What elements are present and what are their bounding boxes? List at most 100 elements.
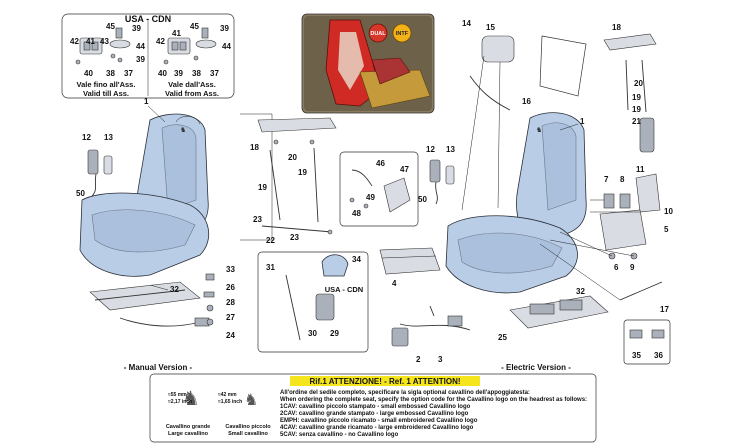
- screw-icon: [75, 59, 81, 65]
- usa-cdn-title: USA - CDN: [125, 14, 171, 24]
- seatbelt-frame: [257, 251, 369, 353]
- rail-frame: [89, 281, 201, 311]
- usa-cdn-frame: [61, 13, 235, 99]
- usa-right-caption-1: Vale dall'Ass.: [168, 80, 216, 89]
- inset-seat-center: [338, 32, 364, 90]
- callout-12: 12: [82, 133, 91, 142]
- callout-1: 1: [580, 117, 585, 126]
- callout-9: 9: [630, 263, 635, 272]
- clip-icon: [651, 329, 665, 339]
- seat-backrest-insert-left: [161, 124, 197, 211]
- screw-icon: [309, 139, 315, 145]
- notice-line-1: All'ordine del sedile completo, specific…: [280, 390, 530, 396]
- callout-18: 18: [250, 143, 259, 152]
- buckle-cable: [91, 173, 97, 197]
- logo-large-size-in: ≈2,17 inch: [168, 399, 192, 405]
- belt-strap: [285, 274, 301, 341]
- callout-19: 19: [298, 168, 307, 177]
- callout-24: 24: [226, 331, 235, 340]
- clips-box: [623, 319, 671, 365]
- switch-lever-right: [201, 27, 209, 39]
- callout-35: 35: [632, 351, 641, 360]
- sensor-box: [339, 151, 419, 227]
- switch-knob-left: [83, 41, 91, 51]
- switch-module-right: [163, 27, 217, 65]
- rod-19b: [313, 147, 319, 223]
- callout-31: 31: [266, 263, 275, 272]
- rod: [625, 59, 629, 111]
- callout-17: 17: [660, 305, 669, 314]
- usa-left-caption-1: Vale fino all'Ass.: [77, 80, 136, 89]
- callout-22: 22: [266, 236, 275, 245]
- sensor-cable: [351, 169, 373, 187]
- notice-line-2: When ordering the complete seat, specify…: [280, 397, 587, 403]
- badge-dual: DUAL: [370, 31, 386, 37]
- callout-39: 39: [220, 24, 229, 33]
- switch-panel-right: [167, 37, 191, 55]
- sensor-unit: [383, 177, 411, 213]
- motor-icon: [529, 303, 555, 315]
- logo-small-caption-1: Cavallino piccolo: [225, 424, 271, 430]
- rail-frame-electric: [509, 295, 609, 329]
- callout-19: 19: [632, 105, 641, 114]
- callout-16: 16: [522, 97, 531, 106]
- logo-large-caption-2: Large cavallino: [168, 431, 209, 437]
- callout-50: 50: [418, 195, 427, 204]
- callout-37: 37: [124, 69, 133, 78]
- callout-37: 37: [210, 69, 219, 78]
- screw-icon: [110, 53, 116, 59]
- control-module-4: [379, 247, 441, 275]
- callout-23: 23: [290, 233, 299, 242]
- callout-49: 49: [366, 193, 375, 202]
- harness-electric: [391, 305, 471, 347]
- callout-39: 39: [132, 24, 141, 33]
- badge-intf: INTF: [396, 31, 409, 37]
- switch-icon: [603, 193, 615, 209]
- rail-bar: [94, 289, 186, 301]
- buckle-cable: [435, 181, 438, 205]
- headrest-cover: [321, 254, 349, 277]
- bar-23: [261, 225, 333, 233]
- callout-45: 45: [190, 22, 199, 31]
- actuator-icon: [639, 117, 655, 153]
- callout-5: 5: [664, 225, 669, 234]
- seatbelt-assembly-box: USA - CDN: [257, 251, 369, 353]
- callout-18: 18: [612, 23, 621, 32]
- side-trim-group: [599, 173, 661, 260]
- ecu-box: [379, 247, 441, 275]
- callout-23: 23: [253, 215, 262, 224]
- motor-icon: [559, 299, 583, 311]
- harness-wire: [399, 323, 471, 331]
- manual-version-label: - Manual Version -: [124, 363, 193, 372]
- switch-bezel-right: [195, 39, 217, 49]
- sensor-frame: [339, 151, 419, 227]
- callout-11: 11: [636, 165, 645, 174]
- callout-41: 41: [172, 29, 181, 38]
- callout-43: 43: [100, 37, 109, 46]
- callout-32: 32: [170, 285, 179, 294]
- belt-retractor: [315, 293, 335, 321]
- usa-right-caption-2: Valid from Ass.: [165, 89, 219, 98]
- notice-line-5: EMPH: cavallino piccolo ricamato - small…: [280, 418, 478, 424]
- center-bracket-group: [240, 113, 337, 241]
- screw-icon: [193, 55, 199, 61]
- callout-7: 7: [604, 175, 609, 184]
- seat-left-manual: ♞: [79, 113, 209, 277]
- callout-19: 19: [632, 93, 641, 102]
- screw-icon: [273, 139, 279, 145]
- notice-line-3: 1CAV: cavallino piccolo stampato - small…: [280, 404, 471, 410]
- callout-33: 33: [226, 265, 235, 274]
- switch-knob-right: [171, 41, 179, 51]
- notice-box: Rif.1 ATTENZIONE! - Ref. 1 ATTENTION! ♞ …: [149, 373, 597, 443]
- cavallino-small-icon: ♞: [244, 390, 258, 409]
- airbag-harness: [469, 75, 511, 111]
- badge-intf-icon: [392, 23, 412, 43]
- rod: [641, 59, 647, 113]
- badge-dual-icon: [368, 23, 388, 43]
- cavallino-logo-icon: ♞: [536, 126, 542, 134]
- harness-manual: [119, 317, 201, 327]
- callout-4: 4: [392, 279, 397, 288]
- leader: [147, 105, 166, 123]
- notice-line-4: 2CAV: cavallino grande stampato - large …: [280, 411, 469, 417]
